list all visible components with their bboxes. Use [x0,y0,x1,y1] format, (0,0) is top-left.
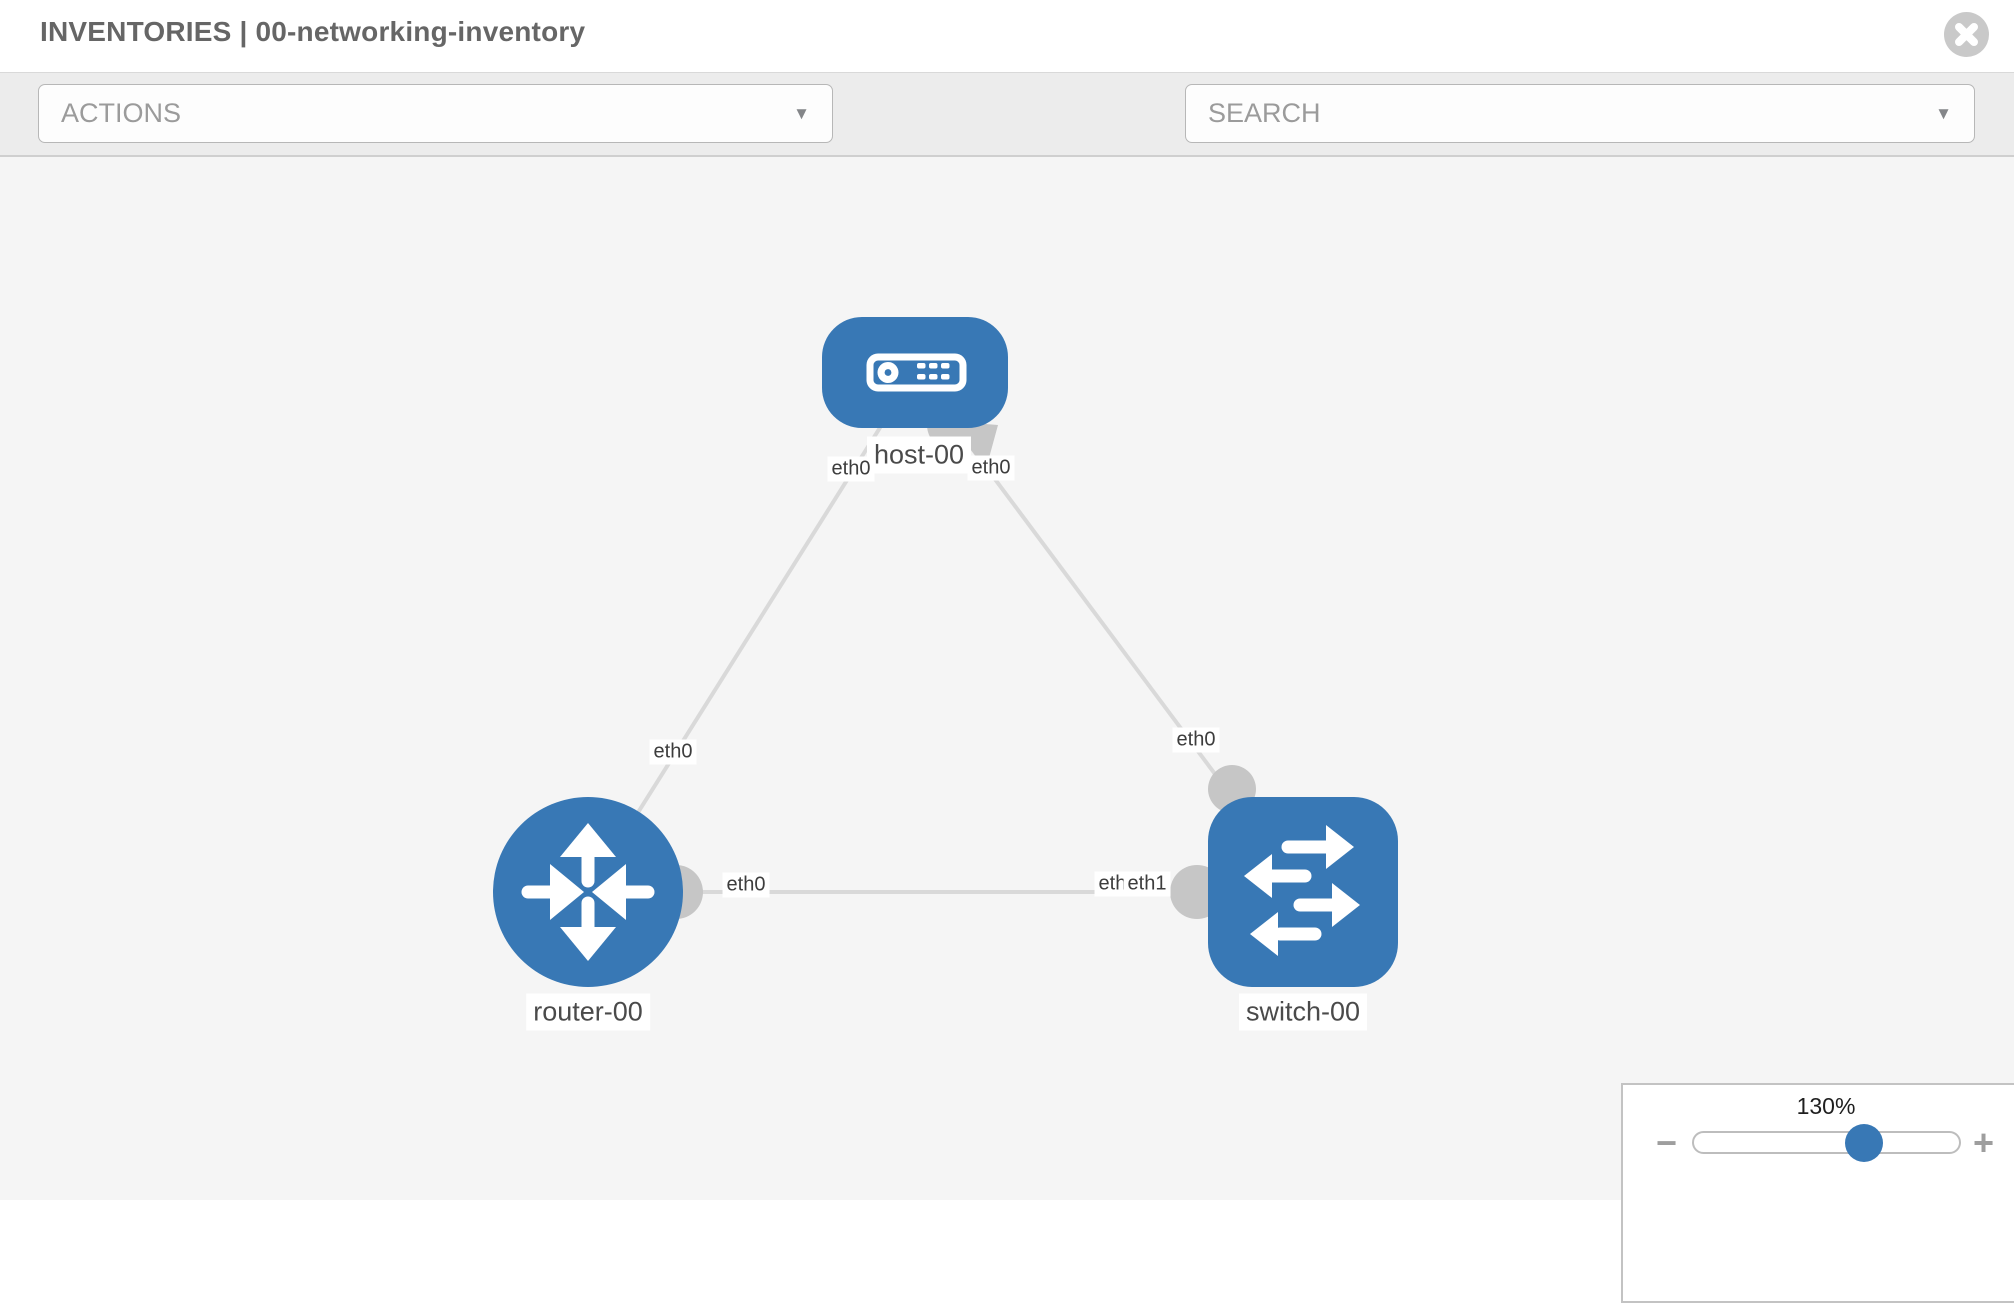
chevron-down-icon: ▼ [793,103,810,123]
switch-icon [1244,825,1360,956]
topology-canvas[interactable]: host-00 router-00 switch-00 eth0 eth0 et… [0,157,2014,1200]
node-label-switch: switch-00 [1238,993,1368,1031]
chevron-down-icon: ▼ [1935,103,1952,123]
eth-label-host-router-at-router: eth0 [649,739,697,765]
eth-label-router-switch-at-router: eth0 [722,872,770,898]
eth-label-host-switch-at-host: eth0 [967,455,1015,481]
zoom-control-panel: 130% − + [1621,1083,2014,1303]
search-dropdown-placeholder: SEARCH [1208,98,1321,128]
node-switch-00[interactable] [1208,797,1398,987]
router-icon [521,823,655,961]
node-router-00[interactable] [493,797,683,987]
node-label-router: router-00 [526,993,650,1031]
zoom-slider-thumb[interactable] [1844,1123,1883,1162]
zoom-slider[interactable] [1692,1123,1961,1162]
host-icon [866,353,967,392]
header-bar: INVENTORIES | 00-networking-inventory [0,0,2014,72]
node-label-host: host-00 [866,436,972,474]
zoom-out-button[interactable]: − [1656,1122,1678,1163]
eth-label-host-router-at-host: eth0 [827,456,875,482]
close-icon [1955,23,1978,46]
actions-dropdown[interactable]: ACTIONS ▼ [38,84,833,143]
toolbar: ACTIONS ▼ SEARCH ▼ [0,72,2014,206]
search-dropdown[interactable]: SEARCH ▼ [1185,84,1975,143]
actions-dropdown-label: ACTIONS [61,98,182,128]
eth-label-router-switch-at-switch-b: eth1 [1123,871,1171,897]
close-button[interactable] [1944,12,1989,57]
page-title: INVENTORIES | 00-networking-inventory [40,16,586,47]
eth-label-host-switch-at-switch: eth0 [1172,727,1220,753]
zoom-in-button[interactable]: + [1973,1122,1995,1163]
node-host-00[interactable] [822,317,1008,428]
zoom-level-value: 130% [1796,1093,1856,1119]
